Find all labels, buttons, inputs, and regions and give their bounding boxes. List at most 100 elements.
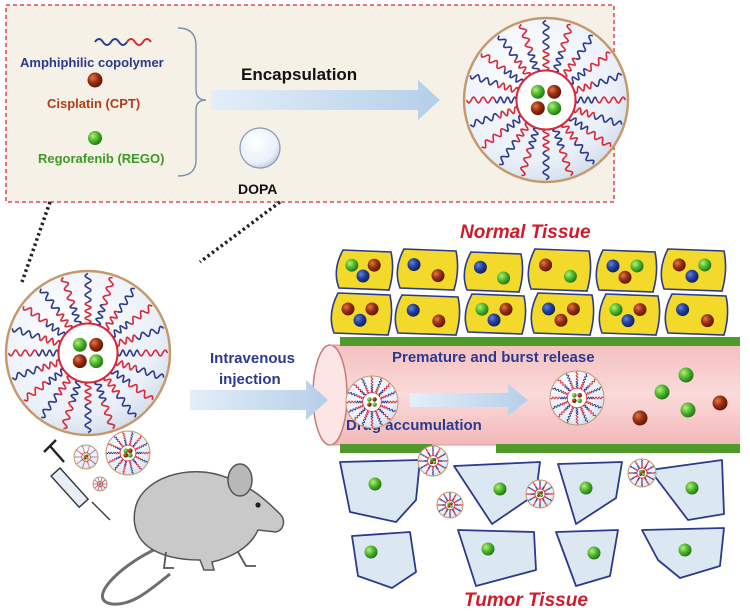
- cell-drug: [563, 269, 577, 283]
- copolymer-chain: [364, 410, 370, 418]
- copolymer-chain: [547, 498, 553, 501]
- copolymer-chain: [62, 400, 74, 430]
- dopa-label: DOPA: [238, 181, 277, 197]
- copolymer-chain: [103, 376, 121, 395]
- copolymer-chain: [103, 479, 106, 482]
- copolymer-chain: [82, 463, 85, 469]
- copolymer-chain: [7, 349, 38, 357]
- copolymer-chain: [452, 497, 455, 502]
- copolymer-chain: [632, 472, 638, 475]
- copolymer-chain: [420, 453, 426, 457]
- injection-arrow-icon: [190, 380, 328, 420]
- micelle-core: [534, 488, 546, 500]
- copolymer-chain: [124, 460, 128, 467]
- cell-drug: [493, 482, 507, 496]
- cell-drug: [364, 545, 378, 559]
- copolymer-chain: [449, 512, 451, 518]
- copolymer-chain: [91, 461, 96, 464]
- copolymer-chain: [531, 489, 537, 492]
- drug-particle: [99, 482, 102, 485]
- copolymer-chain: [543, 501, 548, 506]
- copolymer-chain: [535, 486, 539, 490]
- copolymer-chain: [128, 304, 153, 326]
- copolymer-chain: [370, 410, 374, 419]
- drug-particle: [429, 457, 434, 462]
- copolymer-chain: [573, 107, 596, 118]
- copolymer-chain: [515, 122, 529, 143]
- cisplatin-label: Cisplatin (CPT): [47, 96, 140, 111]
- copolymer-chain: [89, 452, 93, 456]
- copolymer-chain: [451, 508, 455, 513]
- copolymer-chain: [370, 417, 374, 428]
- copolymer-chain: [93, 380, 107, 402]
- copolymer-chain: [140, 442, 148, 448]
- copolymer-chain: [528, 127, 539, 150]
- copolymer-chain: [465, 96, 496, 104]
- copolymer-chain: [45, 322, 66, 336]
- copolymer-chain: [635, 480, 638, 486]
- drug-particle: [98, 483, 101, 486]
- blood-vessel: Premature and burst release Drug accumul…: [312, 337, 740, 453]
- copolymer-chain: [542, 150, 550, 181]
- drug-particle: [123, 448, 129, 454]
- copolymer-chain: [78, 456, 82, 458]
- copolymer-chain: [432, 451, 434, 456]
- drug-particle: [530, 84, 545, 99]
- copolymer-chain: [39, 358, 61, 372]
- cell-drug: [499, 302, 513, 316]
- copolymer-chain: [119, 458, 124, 465]
- drug-particle: [367, 397, 372, 402]
- syringe-micelles: [73, 430, 151, 492]
- copolymer-chain: [541, 498, 545, 502]
- drug-particle: [367, 402, 372, 407]
- copolymer-chain: [115, 393, 137, 418]
- copolymer-chain: [518, 23, 534, 53]
- copolymer-chain: [453, 493, 457, 499]
- copolymer-chain: [542, 19, 550, 50]
- copolymer-chain: [544, 481, 547, 487]
- copolymer-chain: [81, 445, 85, 451]
- copolymer-chain: [22, 306, 48, 324]
- copolymer-chain: [645, 480, 650, 485]
- cell-drug: [698, 258, 712, 272]
- cell-drug: [497, 271, 511, 285]
- cell-drug: [431, 269, 445, 283]
- copolymer-chain: [84, 301, 92, 325]
- copolymer-chain: [377, 378, 383, 388]
- released-drug: [712, 395, 728, 411]
- cell-drug: [618, 270, 632, 284]
- premature-release-label: Premature and burst release: [392, 349, 595, 366]
- drug-particle: [641, 470, 645, 474]
- copolymer-chain: [552, 387, 562, 393]
- tumor-tissue-title: Tumor Tissue: [464, 590, 588, 611]
- micelle-core: [566, 387, 588, 409]
- copolymer-chain: [132, 441, 137, 448]
- copolymer-chain: [11, 327, 41, 339]
- micelle-core: [57, 322, 119, 384]
- copolymer-chain: [645, 475, 651, 478]
- drug-particle: [127, 452, 133, 458]
- copolymer-chain: [377, 416, 383, 426]
- copolymer-chain: [496, 82, 519, 93]
- copolymer-chain: [128, 439, 132, 446]
- drug-particle: [98, 482, 101, 485]
- cell-drug: [630, 259, 644, 273]
- copolymer-chain: [542, 48, 550, 72]
- syringe-barrel: [50, 467, 90, 509]
- callout-line-right: [198, 200, 282, 264]
- copolymer-chain: [586, 396, 595, 400]
- cisplatin-icon: [87, 72, 103, 88]
- vessel-wall-bottom-right: [496, 444, 740, 453]
- copolymer-chain: [427, 452, 431, 457]
- drug-particle: [72, 337, 87, 352]
- copolymer-chain: [361, 416, 367, 426]
- drug-particle: [572, 393, 577, 398]
- copolymer-chain: [527, 487, 533, 490]
- copolymer-chain: [108, 443, 117, 448]
- vessel-wall-bottom-left: [340, 444, 432, 453]
- copolymer-chain: [435, 465, 439, 470]
- copolymer-chain: [566, 413, 572, 423]
- copolymer-chain: [499, 140, 517, 166]
- drug-particle: [639, 470, 643, 474]
- copolymer-chain: [449, 509, 451, 514]
